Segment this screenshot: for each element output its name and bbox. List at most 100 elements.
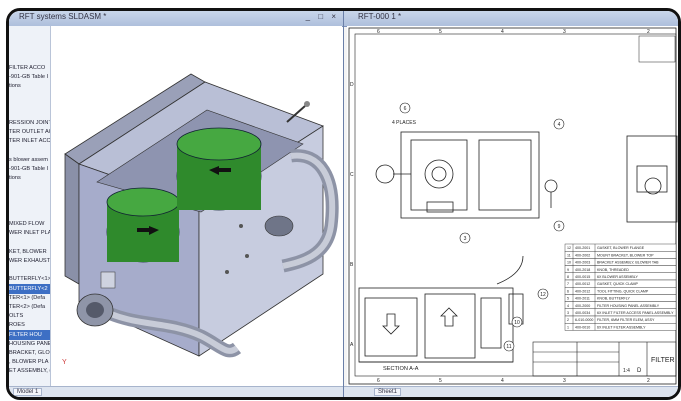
grid-col-label: 4 — [501, 29, 504, 35]
tree-item[interactable]: WER EXHAUST — [9, 258, 50, 264]
revision-box — [638, 35, 676, 63]
bom-cell: 4 — [567, 304, 569, 308]
balloon — [399, 102, 411, 114]
tree-item[interactable]: RESSION JOINT — [9, 120, 50, 126]
side-view — [626, 135, 678, 223]
balloon — [553, 118, 565, 130]
bom-cell: 400-2018 — [575, 268, 590, 272]
balloon-number: 9 — [558, 224, 561, 230]
note-4-places: 4 PLACES — [392, 120, 417, 126]
top-view — [375, 131, 558, 219]
bom-cell: 400-2000 — [575, 304, 590, 308]
bom-cell: MOUNT BRACKET, BLOWER TOP — [597, 253, 654, 257]
balloon — [459, 232, 471, 244]
bom-cell: FILTER HOUSING PANEL ASSEMBLY — [597, 304, 660, 308]
bom-cell: FILTER, 6MM FILTER ELEM, ASSY — [597, 318, 655, 322]
model-window-title: RFT systems SLDASM * — [19, 12, 107, 21]
bom-cell: 400-0010 — [575, 325, 590, 329]
bom-cell: GASKET, BLOWER FLANGE — [597, 246, 645, 250]
title-block — [532, 341, 677, 377]
balloon-number: 10 — [514, 320, 520, 326]
tree-item[interactable]: OLTS — [9, 313, 24, 320]
bom-cell: 7 — [567, 282, 569, 286]
orientation-triad-icon: Y — [62, 359, 67, 366]
section-label: SECTION A-A — [383, 366, 419, 372]
section-view — [358, 255, 524, 363]
grid-col-label: 5 — [439, 378, 442, 384]
bom-cell: 6X INLET FILTER ACCESS PANEL ASSEMBLY — [597, 311, 674, 315]
grid-col-label: 5 — [439, 29, 442, 35]
bom-cell: 6X BLOWER ASSEMBLY — [597, 275, 638, 279]
balloon-number: 6 — [404, 106, 407, 112]
bom-cell: 400-0034 — [575, 311, 590, 315]
tree-item[interactable]: FILTER ACCO — [9, 64, 46, 71]
bom-cell: 5 — [567, 297, 569, 301]
balloon-number: 12 — [540, 292, 546, 298]
tree-item[interactable]: TER<2> (Defa — [9, 304, 46, 310]
bom-cell: TOOL FITTING, QUICK CLAMP — [597, 289, 649, 293]
tab-model[interactable]: Model 1 — [13, 388, 43, 396]
drawing-window-title: RFT-000 1 * — [358, 12, 402, 21]
bom-cell: 8 — [567, 275, 569, 279]
title-block-scale: 1:4 — [623, 368, 630, 374]
grid-col-label: 4 — [501, 378, 504, 384]
grid-row-label: A — [350, 342, 354, 348]
tree-item[interactable]: TER<1> (Defa — [9, 294, 46, 301]
tree-item[interactable]: s blower assem — [9, 156, 48, 163]
3d-viewport[interactable] — [51, 26, 342, 386]
model-window-titlebar: RFT systems SLDASM * _ □ × — [9, 11, 343, 27]
tree-item[interactable]: TER INLET ACC — [9, 138, 50, 145]
tree-item[interactable]: tions — [9, 83, 21, 90]
tree-item[interactable]: ET ASSEMBLY, ( — [9, 368, 50, 375]
bom-row — [564, 323, 677, 331]
tree-item[interactable]: -901-GB Table I — [9, 166, 49, 172]
screenshot-frame: RFT systems SLDASM * _ □ × 🔍 🔍 ✥ ◧ ▾ ◔ ▾… — [6, 8, 681, 400]
bom-cell: 400-2012 — [575, 289, 590, 293]
title-block-size: D — [637, 368, 642, 374]
bom-cell: BRACKET ASSEMBLY, BLOWER TAB — [597, 261, 659, 265]
grid-col-label: 3 — [563, 378, 566, 384]
model-tab-bar: Model 1 — [9, 386, 343, 397]
bom-cell: 6-010-0000 — [575, 318, 593, 322]
tree-item[interactable]: -901-GB Table I — [9, 74, 49, 80]
bom-cell: 6X INLET FILTER ASSEMBLY — [597, 325, 646, 329]
tree-item[interactable]: TER OUTLET AC — [9, 129, 50, 136]
grid-row-label: C — [350, 172, 354, 178]
tree-item[interactable]: FILTER HOU — [9, 329, 50, 340]
model-window: RFT systems SLDASM * _ □ × 🔍 🔍 ✥ ◧ ▾ ◔ ▾… — [9, 11, 345, 397]
bom-cell: 11 — [567, 253, 571, 257]
tree-item[interactable]: MIXED FLOW — [9, 221, 45, 228]
grid-col-label: 6 — [377, 29, 380, 35]
bom-cell: KNOB, THREADED — [597, 268, 629, 272]
balloon-number: 4 — [558, 122, 561, 128]
drawing-window-titlebar: RFT-000 1 * — [344, 11, 678, 27]
balloon — [537, 288, 549, 300]
tab-sheet1[interactable]: Sheet1 — [374, 388, 402, 396]
grid-col-label: 6 — [377, 378, 380, 384]
tree-item[interactable]: BUTTERFLY<2 — [9, 283, 50, 294]
grid-row-label: B — [350, 262, 354, 268]
balloon — [511, 316, 523, 328]
grid-col-label: 2 — [647, 378, 650, 384]
tree-item[interactable]: , BLOWER PLA — [9, 359, 49, 366]
bom-cell: 1 — [567, 325, 569, 329]
bom-cell: 400-0015 — [575, 275, 590, 279]
tree-item[interactable]: WER INLET PLA — [9, 230, 50, 237]
bom-cell: 400-2002 — [575, 253, 590, 257]
grid-col-label: 3 — [563, 29, 566, 35]
bom-cell: 400-2003 — [575, 261, 590, 265]
tree-item[interactable]: tions — [9, 175, 21, 182]
blower-assembly-model — [64, 73, 339, 358]
tree-item[interactable]: BRACKET, GLO — [9, 350, 50, 356]
tree-item[interactable]: KET, BLOWER — [9, 248, 47, 255]
bom-cell: 400-0012 — [575, 282, 590, 286]
tree-item[interactable]: ROES — [9, 322, 25, 329]
window-controls[interactable]: _ □ × — [305, 12, 339, 21]
bom-cell: 400-2001 — [575, 246, 590, 250]
tree-item[interactable]: HOUSING PANE — [9, 340, 50, 347]
tree-item[interactable]: BUTTERFLY<1> — [9, 276, 50, 283]
bom-cell: KNOB, BUTTERFLY — [597, 297, 630, 301]
bom-cell: 12 — [567, 246, 571, 250]
